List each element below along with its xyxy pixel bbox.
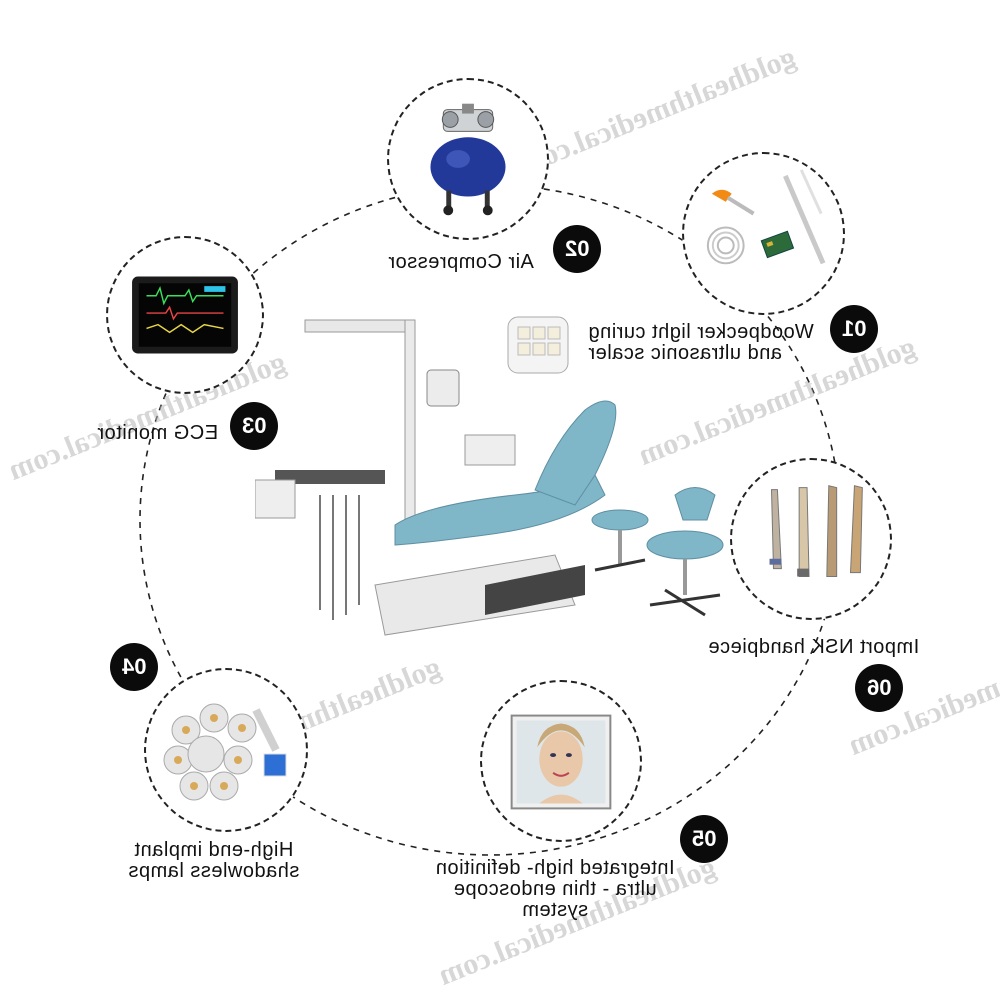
badge-01: 01 [830, 305, 878, 353]
scaler-kit-icon [706, 169, 826, 265]
endoscope-circle [480, 680, 642, 842]
badge-02: 02 [553, 225, 601, 273]
label-01-line-2: and ultrasonic scaler [588, 342, 782, 364]
shadowless-lamp-circle [144, 668, 308, 832]
label-04: High-end implant shadowless lamps [128, 839, 300, 882]
label-06-line-1: Import NSK handpiece [708, 636, 920, 658]
ecg-monitor-icon [132, 276, 238, 354]
label-05-line-3: system [521, 899, 589, 921]
label-04-line-2: shadowless lamps [128, 860, 300, 882]
handpiece-icon [769, 485, 863, 578]
scaler-kit-circle [682, 152, 845, 315]
label-02: Air Compressor [388, 251, 534, 273]
label-03-line-1: ECG monitor [97, 422, 219, 444]
badge-03: 03 [230, 402, 278, 450]
handpiece-circle [730, 458, 892, 620]
dental-chair-icon [255, 316, 724, 636]
air-compressor-circle [387, 78, 549, 240]
label-05-line-2: ultra - thin endoscope [453, 878, 657, 900]
ecg-monitor-circle [106, 236, 264, 394]
badge-05: 05 [680, 815, 728, 863]
air-compressor-icon [430, 103, 506, 216]
label-05: Integrated high- definition ultra - thin… [430, 857, 680, 921]
label-01-line-1: Woodpecker light curing [588, 321, 814, 343]
label-02-line-1: Air Compressor [388, 251, 534, 273]
badge-04: 04 [110, 643, 158, 691]
badge-06: 06 [855, 664, 903, 712]
shadowless-lamp-icon [163, 703, 287, 801]
label-04-line-1: High-end implant [134, 839, 294, 861]
endoscope-screen-icon [510, 714, 612, 810]
label-05-line-1: Integrated high- definition [435, 857, 675, 879]
label-03: ECG monitor [97, 422, 219, 444]
label-01: Woodpecker light curing and ultrasonic s… [588, 321, 814, 364]
label-06: Import NSK handpiece [708, 636, 920, 658]
